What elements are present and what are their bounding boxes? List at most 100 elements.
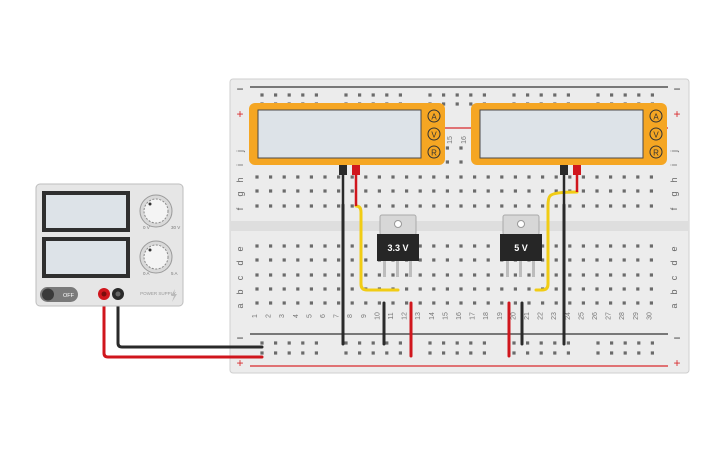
- terminal-hole[interactable]: [323, 273, 327, 277]
- multimeter-2[interactable]: A V R: [471, 103, 667, 175]
- terminal-hole[interactable]: [391, 301, 395, 305]
- terminal-hole[interactable]: [282, 258, 286, 262]
- rail-hole-top[interactable]: [287, 93, 291, 97]
- wire-red-supply[interactable]: [102, 294, 264, 359]
- terminal-hole[interactable]: [527, 301, 531, 305]
- terminal-hole[interactable]: [337, 204, 341, 208]
- rail-hole-bottom[interactable]: [371, 341, 375, 345]
- rail-hole-bottom[interactable]: [442, 341, 446, 345]
- terminal-hole[interactable]: [364, 244, 368, 248]
- terminal-hole[interactable]: [622, 258, 626, 262]
- rail-hole-bottom[interactable]: [314, 341, 318, 345]
- terminal-hole[interactable]: [513, 287, 517, 291]
- terminal-hole[interactable]: [568, 301, 572, 305]
- terminal-hole[interactable]: [432, 287, 436, 291]
- rail-hole-bottom[interactable]: [610, 341, 614, 345]
- rail-hole-top[interactable]: [428, 93, 432, 97]
- terminal-hole[interactable]: [473, 273, 477, 277]
- rail-hole-top[interactable]: [539, 93, 543, 97]
- terminal-hole[interactable]: [622, 287, 626, 291]
- rail-hole-bottom[interactable]: [344, 351, 348, 355]
- terminal-hole[interactable]: [350, 189, 354, 193]
- terminal-hole[interactable]: [595, 175, 599, 179]
- terminal-hole[interactable]: [296, 273, 300, 277]
- terminal-hole[interactable]: [282, 189, 286, 193]
- terminal-hole[interactable]: [459, 175, 463, 179]
- terminal-hole[interactable]: [500, 273, 504, 277]
- negative-terminal[interactable]: [112, 288, 124, 300]
- positive-terminal[interactable]: [98, 288, 110, 300]
- rail-hole-top[interactable]: [526, 93, 530, 97]
- terminal-hole[interactable]: [323, 301, 327, 305]
- regulator-3v3[interactable]: 3.3 V: [377, 214, 419, 277]
- terminal-hole[interactable]: [459, 244, 463, 248]
- terminal-hole[interactable]: [296, 287, 300, 291]
- terminal-hole[interactable]: [459, 204, 463, 208]
- rail-hole-bottom[interactable]: [526, 341, 530, 345]
- terminal-hole[interactable]: [269, 287, 273, 291]
- rail-hole-bottom[interactable]: [566, 351, 570, 355]
- rail-hole-bottom[interactable]: [398, 351, 402, 355]
- terminal-hole[interactable]: [554, 301, 558, 305]
- terminal-hole[interactable]: [309, 258, 313, 262]
- rail-hole-bottom[interactable]: [637, 341, 641, 345]
- rail-hole-top[interactable]: [385, 93, 389, 97]
- rail-hole-bottom[interactable]: [274, 341, 278, 345]
- terminal-hole[interactable]: [486, 175, 490, 179]
- terminal-hole[interactable]: [500, 287, 504, 291]
- terminal-hole[interactable]: [568, 273, 572, 277]
- rail-hole-top[interactable]: [274, 93, 278, 97]
- terminal-hole[interactable]: [527, 175, 531, 179]
- terminal-hole[interactable]: [595, 189, 599, 193]
- terminal-hole[interactable]: [405, 175, 409, 179]
- terminal-hole[interactable]: [581, 204, 585, 208]
- rail-hole-bottom[interactable]: [287, 341, 291, 345]
- terminal-hole[interactable]: [636, 244, 640, 248]
- terminal-hole[interactable]: [649, 244, 653, 248]
- terminal-hole[interactable]: [337, 287, 341, 291]
- rail-hole-bottom[interactable]: [482, 351, 486, 355]
- terminal-hole[interactable]: [636, 189, 640, 193]
- terminal-hole[interactable]: [581, 273, 585, 277]
- terminal-hole[interactable]: [364, 301, 368, 305]
- terminal-hole[interactable]: [554, 287, 558, 291]
- terminal-hole[interactable]: [649, 258, 653, 262]
- terminal-hole[interactable]: [486, 258, 490, 262]
- rail-hole-top[interactable]: [566, 93, 570, 97]
- terminal-hole[interactable]: [486, 189, 490, 193]
- rail-hole-top[interactable]: [260, 93, 264, 97]
- terminal-hole[interactable]: [445, 287, 449, 291]
- rail-hole-bottom[interactable]: [623, 351, 627, 355]
- terminal-hole[interactable]: [309, 244, 313, 248]
- multimeter-mode-button-r[interactable]: R: [649, 145, 663, 159]
- terminal-hole[interactable]: [581, 189, 585, 193]
- rail-hole-bottom[interactable]: [469, 351, 473, 355]
- terminal-hole[interactable]: [581, 287, 585, 291]
- rail-hole-top[interactable]: [553, 93, 557, 97]
- terminal-hole[interactable]: [649, 273, 653, 277]
- terminal-hole[interactable]: [255, 189, 259, 193]
- terminal-hole[interactable]: [541, 301, 545, 305]
- rail-hole-top[interactable]: [596, 93, 600, 97]
- terminal-hole[interactable]: [309, 273, 313, 277]
- terminal-hole[interactable]: [405, 204, 409, 208]
- terminal-hole[interactable]: [500, 175, 504, 179]
- terminal-hole[interactable]: [405, 301, 409, 305]
- terminal-hole[interactable]: [595, 273, 599, 277]
- multimeter-black-probe[interactable]: [560, 165, 568, 175]
- terminal-hole[interactable]: [595, 287, 599, 291]
- terminal-hole[interactable]: [418, 287, 422, 291]
- terminal-hole[interactable]: [296, 244, 300, 248]
- terminal-hole[interactable]: [391, 189, 395, 193]
- rail-hole-top[interactable]: [610, 93, 614, 97]
- terminal-hole[interactable]: [323, 175, 327, 179]
- terminal-hole[interactable]: [649, 287, 653, 291]
- terminal-hole[interactable]: [609, 258, 613, 262]
- rail-hole-top[interactable]: [482, 93, 486, 97]
- rail-hole-bottom[interactable]: [260, 341, 264, 345]
- terminal-hole[interactable]: [622, 189, 626, 193]
- rail-hole-top[interactable]: [623, 93, 627, 97]
- terminal-hole[interactable]: [473, 258, 477, 262]
- rail-hole-bottom[interactable]: [455, 351, 459, 355]
- terminal-hole[interactable]: [568, 204, 572, 208]
